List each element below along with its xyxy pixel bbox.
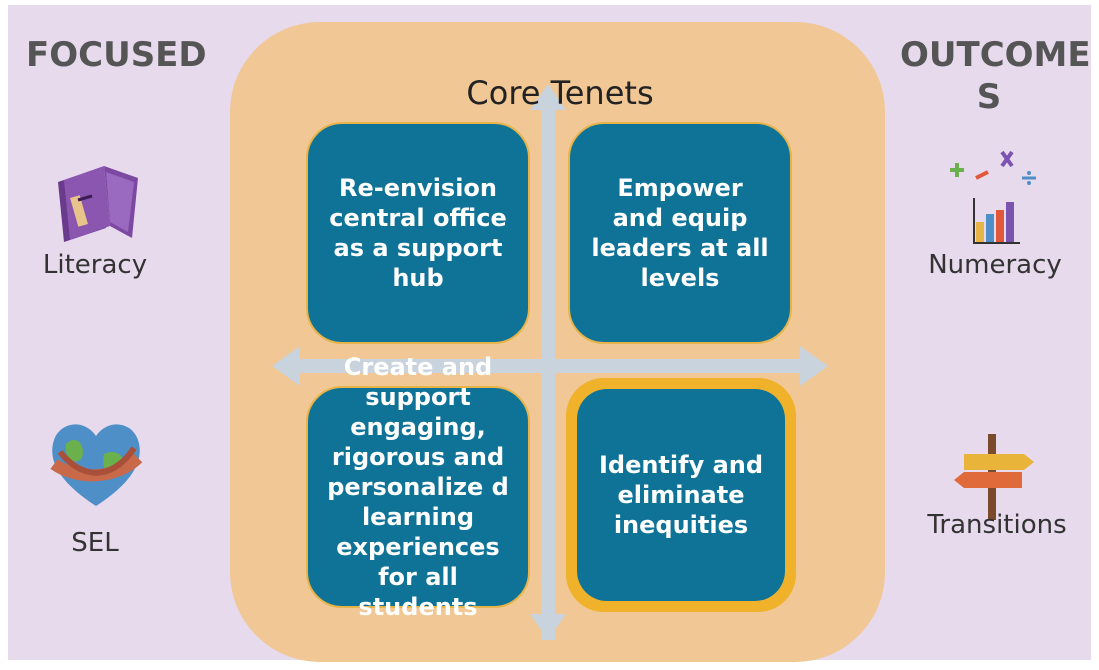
tenet-learning-experiences-text: Create and support engaging, rigorous an… (327, 353, 509, 621)
signpost-icon (954, 434, 1034, 520)
tenet-eliminate-inequities-text: Identify and eliminate inequities (598, 451, 764, 539)
math-chart-icon (950, 150, 1036, 244)
tenet-empower-leaders-text: Empower and equip leaders at all levels (591, 174, 769, 292)
tenet-learning-experiences: Create and support engaging, rigorous an… (306, 353, 530, 621)
focused-heading: FOCUSED (26, 35, 207, 75)
sel-label: SEL (71, 528, 119, 558)
transitions-label: Transitions (927, 510, 1067, 540)
earth-heart-icon (50, 424, 143, 506)
book-icon (58, 166, 138, 242)
tenet-support-hub: Re-envision central office as a support … (306, 122, 530, 344)
core-tenets-title: Core Tenets (466, 74, 654, 112)
tenet-support-hub-text: Re-envision central office as a support … (329, 174, 507, 292)
tenet-eliminate-inequities: Identify and eliminate inequities (577, 389, 785, 601)
tenet-empower-leaders: Empower and equip leaders at all levels (568, 122, 792, 344)
literacy-label: Literacy (42, 250, 148, 280)
numeracy-label: Numeracy (928, 250, 1062, 280)
